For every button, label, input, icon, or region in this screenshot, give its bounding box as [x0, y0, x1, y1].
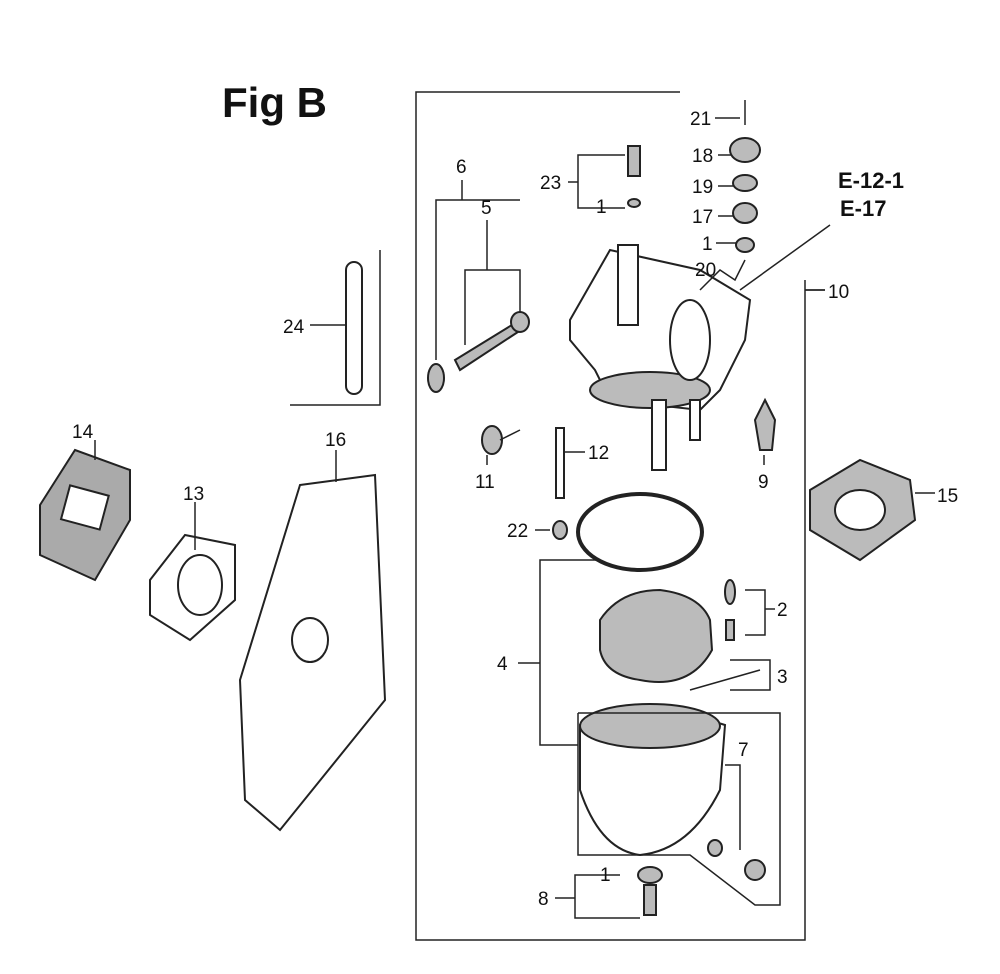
- callout-1: 1: [600, 865, 611, 886]
- callout-12: 12: [588, 443, 609, 464]
- carburetor-body: [569, 244, 752, 471]
- screw-23: [568, 145, 641, 209]
- reference-e-12-1: E-12-1: [838, 168, 904, 193]
- callout-24: 24: [283, 317, 305, 338]
- callout-6: 6: [456, 157, 467, 178]
- small-parts: [481, 397, 777, 540]
- callout-11: 11: [475, 472, 495, 493]
- callout-18: 18: [692, 146, 713, 167]
- callout-1: 1: [596, 197, 607, 218]
- callout-16: 16: [325, 430, 346, 451]
- callout-9: 9: [758, 472, 769, 493]
- callout-8: 8: [538, 889, 549, 910]
- callout-2: 2: [777, 600, 788, 621]
- callout-21: 21: [690, 109, 711, 130]
- tube-24: [290, 250, 381, 406]
- float-bowl-assembly: [518, 492, 781, 919]
- callout-4: 4: [497, 654, 508, 675]
- callout-14: 14: [72, 422, 94, 443]
- callout-1: 1: [702, 234, 713, 255]
- callout-10: 10: [828, 282, 849, 303]
- callout-15: 15: [937, 486, 958, 507]
- callout-20: 20: [695, 260, 716, 281]
- callout-19: 19: [692, 177, 713, 198]
- assembly-frame: [415, 91, 806, 941]
- figure-title: Fig B: [222, 79, 327, 126]
- gasket-14-port: [59, 484, 110, 531]
- reference-arrow: [739, 224, 831, 291]
- callout-23: 23: [540, 173, 561, 194]
- callout-7: 7: [738, 740, 749, 761]
- top-parts: [699, 100, 761, 291]
- reference-e-17: E-17: [840, 196, 886, 221]
- callout-17: 17: [692, 207, 713, 228]
- callout-3: 3: [777, 667, 788, 688]
- callout-22: 22: [507, 521, 528, 542]
- callout-13: 13: [183, 484, 204, 505]
- callout-5: 5: [481, 198, 492, 219]
- pilot-screw-set: [427, 180, 530, 393]
